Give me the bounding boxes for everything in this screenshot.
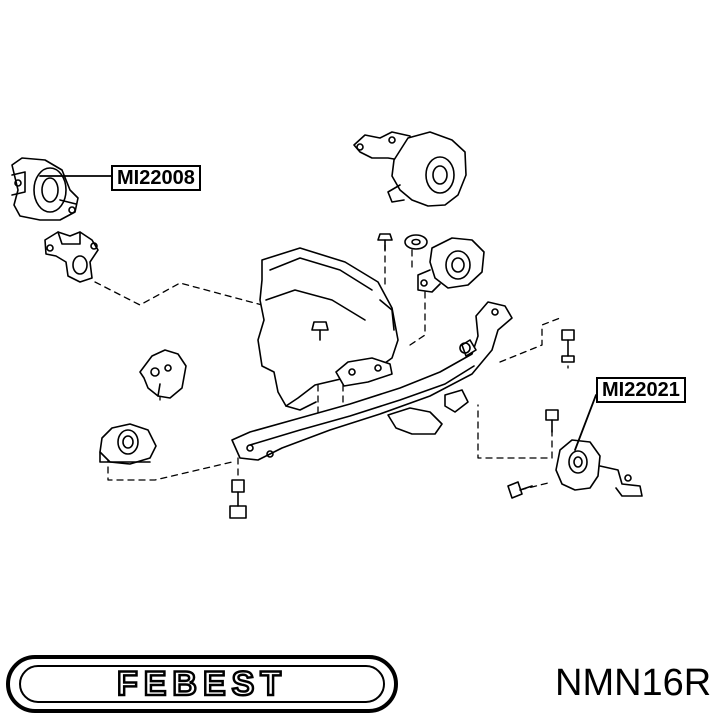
bolt-bottom-upper: [231, 479, 245, 493]
engine-mount-right-upper: [417, 237, 485, 293]
washer: [404, 234, 428, 250]
bracket-center: [335, 357, 393, 387]
engine-mount-front-left: [11, 157, 79, 221]
bolt-right-upper: [561, 329, 575, 363]
front-crossmember: [231, 301, 513, 461]
bolt-top: [377, 233, 393, 251]
febest-logo-inner: FEBEST: [19, 663, 385, 704]
bolt-right-lower: [545, 409, 559, 433]
bolt-bottom-lower: [229, 491, 247, 519]
callout-label-mi22008: MI22008: [111, 165, 201, 191]
engine-mount-rear: [555, 439, 643, 497]
febest-logo: FEBEST: [6, 655, 398, 713]
part-number: NMN16R: [555, 662, 712, 704]
bolt-center: [311, 321, 329, 341]
mount-bracket-left: [139, 349, 187, 399]
engine-mount-lower-left: [99, 423, 157, 465]
callout-label-mi22021: MI22021: [596, 377, 686, 403]
mount-bracket-upper-left: [44, 231, 99, 283]
callout-leaders: [39, 175, 597, 451]
engine-mount-top-bracket: [353, 131, 467, 207]
febest-logo-text: FEBEST: [116, 663, 288, 704]
bolt-rear-horizontal: [507, 481, 533, 499]
